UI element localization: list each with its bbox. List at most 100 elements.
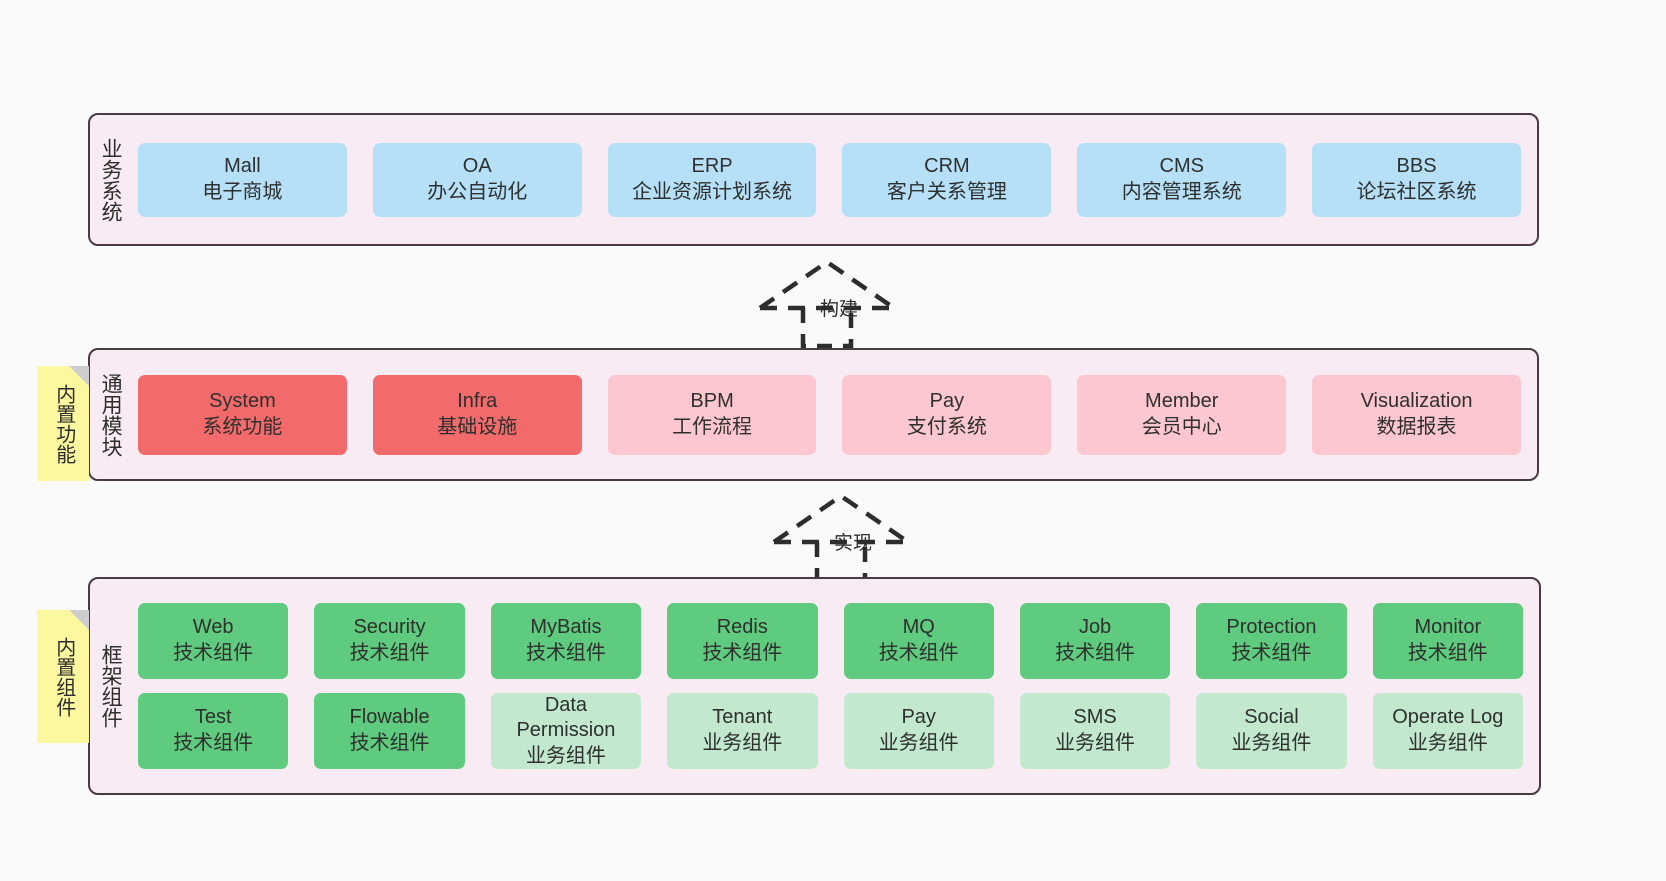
card-title: Member — [1145, 389, 1219, 412]
card-title: OA — [462, 154, 492, 177]
card-crm[interactable]: CRM 客户关系管理 — [842, 142, 1052, 217]
card-subtitle: 数据报表 — [1376, 415, 1457, 438]
card-subtitle: 业务组件 — [1055, 732, 1136, 754]
card-title: Protection — [1226, 616, 1317, 639]
card-subtitle: 业务组件 — [1231, 732, 1312, 754]
card-system[interactable]: System 系统功能 — [138, 374, 347, 455]
card-title: SMS — [1073, 706, 1117, 729]
band-common-modules: 通用模块 System 系统功能 Infra 基础设施 BPM 工作流程 Pay… — [88, 348, 1539, 481]
card-bbs[interactable]: BBS 论坛社区系统 — [1312, 142, 1521, 217]
card-data-permission[interactable]: Data Permission 业务组件 — [490, 693, 642, 769]
arrow-implement: 实现 — [766, 490, 916, 582]
card-pay[interactable]: Pay 支付系统 — [842, 374, 1052, 455]
card-title: Monitor — [1414, 616, 1482, 639]
card-web[interactable]: Web 技术组件 — [138, 603, 289, 679]
card-pay-business[interactable]: Pay 业务组件 — [843, 693, 994, 769]
card-redis[interactable]: Redis 技术组件 — [667, 603, 818, 679]
arrow-label-build: 构建 — [820, 299, 859, 320]
card-subtitle: 工作流程 — [672, 415, 753, 438]
band-label-modules: 通用模块 — [99, 372, 123, 457]
card-title: Data Permission — [516, 693, 616, 742]
card-job[interactable]: Job 技术组件 — [1019, 603, 1171, 679]
card-subtitle: 基础设施 — [437, 415, 518, 438]
band-label-framework: 框架组件 — [99, 644, 123, 728]
band-body-business: Mall 电子商城 OA 办公自动化 ERP 企业资源计划系统 CRM 客户关系… — [130, 115, 1537, 244]
card-cms[interactable]: CMS 内容管理系统 — [1077, 142, 1287, 217]
card-tenant[interactable]: Tenant 业务组件 — [667, 693, 818, 769]
band-body-framework: Web 技术组件 Security 技术组件 MyBatis 技术组件 Redi… — [130, 579, 1539, 793]
card-monitor[interactable]: Monitor 技术组件 — [1372, 603, 1523, 679]
card-title: Visualization — [1360, 389, 1473, 412]
card-title: CMS — [1159, 154, 1204, 177]
card-title: MQ — [902, 616, 935, 639]
card-title: CRM — [924, 154, 970, 177]
card-row: System 系统功能 Infra 基础设施 BPM 工作流程 Pay 支付系统… — [138, 374, 1521, 455]
card-subtitle: 支付系统 — [906, 415, 987, 438]
card-subtitle: 技术组件 — [349, 642, 430, 664]
card-subtitle: 业务组件 — [702, 732, 783, 754]
card-subtitle: 客户关系管理 — [886, 180, 1007, 203]
card-infra[interactable]: Infra 基础设施 — [372, 374, 582, 455]
card-subtitle: 办公自动化 — [427, 180, 528, 203]
card-title: Tenant — [712, 706, 773, 729]
card-title: System — [209, 389, 276, 412]
card-mall[interactable]: Mall 电子商城 — [138, 142, 347, 217]
page-fold-corner-icon — [69, 366, 89, 386]
card-subtitle: 技术组件 — [878, 642, 959, 664]
card-title: BPM — [690, 389, 734, 412]
card-social[interactable]: Social 业务组件 — [1196, 693, 1347, 769]
card-subtitle: 电子商城 — [202, 180, 283, 203]
arrow-build: 构建 — [752, 256, 902, 348]
card-title: Pay — [929, 389, 965, 412]
card-subtitle: 业务组件 — [525, 744, 606, 767]
page-fold-corner-icon — [69, 610, 89, 630]
card-subtitle: 技术组件 — [173, 642, 254, 664]
card-flowable[interactable]: Flowable 技术组件 — [314, 693, 465, 769]
card-title: Pay — [901, 706, 936, 729]
card-subtitle: 内容管理系统 — [1121, 180, 1242, 203]
card-subtitle: 业务组件 — [878, 732, 959, 754]
card-subtitle: 技术组件 — [702, 642, 783, 664]
card-title: Operate Log — [1392, 706, 1504, 729]
card-mq[interactable]: MQ 技术组件 — [843, 603, 994, 679]
band-business-systems: 业务系统 Mall 电子商城 OA 办公自动化 ERP 企业资源计划系统 CRM… — [88, 113, 1539, 246]
card-subtitle: 技术组件 — [1407, 642, 1488, 664]
card-member[interactable]: Member 会员中心 — [1077, 374, 1287, 455]
card-subtitle: 技术组件 — [525, 642, 606, 664]
card-erp[interactable]: ERP 企业资源计划系统 — [607, 142, 817, 217]
card-subtitle: 技术组件 — [1055, 642, 1136, 664]
card-subtitle: 技术组件 — [349, 732, 430, 754]
card-subtitle: 技术组件 — [173, 732, 254, 754]
card-title: Infra — [457, 389, 498, 412]
card-mybatis[interactable]: MyBatis 技术组件 — [490, 603, 642, 679]
card-operate-log[interactable]: Operate Log 业务组件 — [1372, 693, 1523, 769]
note-text: 内置功能 — [52, 383, 75, 464]
note-builtin-functions: 内置功能 — [37, 366, 89, 481]
band-label-business: 业务系统 — [99, 137, 123, 222]
card-test[interactable]: Test 技术组件 — [138, 693, 289, 769]
card-title: Mall — [224, 154, 261, 177]
card-title: BBS — [1396, 154, 1437, 177]
card-subtitle: 企业资源计划系统 — [632, 180, 793, 203]
card-sms[interactable]: SMS 业务组件 — [1019, 693, 1171, 769]
card-oa[interactable]: OA 办公自动化 — [372, 142, 582, 217]
arrow-label-implement: 实现 — [834, 533, 873, 554]
band-framework-components: 框架组件 Web 技术组件 Security 技术组件 MyBatis 技术组件… — [88, 577, 1541, 795]
card-title: Security — [353, 616, 426, 639]
card-subtitle: 业务组件 — [1407, 732, 1488, 754]
card-title: MyBatis — [530, 616, 602, 639]
card-bpm[interactable]: BPM 工作流程 — [607, 374, 817, 455]
card-visualization[interactable]: Visualization 数据报表 — [1312, 374, 1521, 455]
arrow-shaft-dashed — [800, 308, 854, 348]
note-builtin-components: 内置组件 — [37, 610, 89, 743]
card-security[interactable]: Security 技术组件 — [314, 603, 465, 679]
card-subtitle: 系统功能 — [202, 415, 283, 438]
card-title: Redis — [716, 616, 768, 639]
card-subtitle: 会员中心 — [1141, 415, 1222, 438]
card-row-business: Test 技术组件 Flowable 技术组件 Data Permission … — [138, 693, 1523, 769]
card-row-tech: Web 技术组件 Security 技术组件 MyBatis 技术组件 Redi… — [138, 603, 1523, 679]
band-body-modules: System 系统功能 Infra 基础设施 BPM 工作流程 Pay 支付系统… — [130, 350, 1537, 479]
card-subtitle: 技术组件 — [1231, 642, 1312, 664]
card-protection[interactable]: Protection 技术组件 — [1196, 603, 1347, 679]
card-row: Mall 电子商城 OA 办公自动化 ERP 企业资源计划系统 CRM 客户关系… — [138, 142, 1521, 217]
